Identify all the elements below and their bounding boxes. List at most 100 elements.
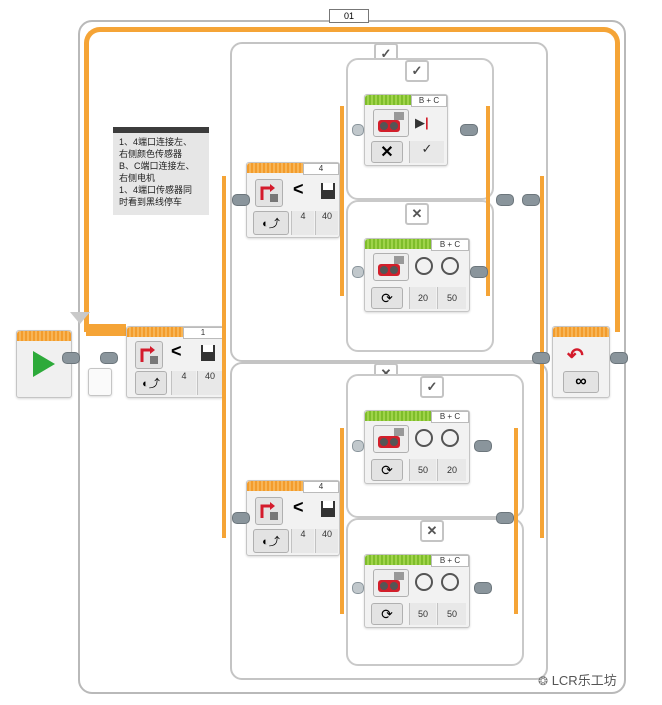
wire-socket[interactable] [352, 440, 364, 452]
compare-mode-icon[interactable]: ◐⤴ [253, 529, 289, 553]
port-label[interactable]: 4 [303, 163, 339, 175]
wire-plug[interactable] [496, 194, 514, 206]
motor-stop-block[interactable]: B + C ▶| ✕ ✓ [364, 94, 448, 166]
param-left-speed[interactable]: 50 [409, 603, 436, 625]
compare-operator[interactable]: < [293, 497, 304, 517]
wire-socket[interactable] [352, 124, 364, 136]
motor-head [365, 95, 447, 105]
param-brake[interactable]: ✓ [409, 141, 444, 163]
sensor-head [247, 163, 339, 173]
param-left-speed[interactable]: 20 [409, 287, 436, 309]
note-line: 1、4端口传感器同 [119, 185, 193, 195]
motor-ports[interactable]: B + C [411, 95, 447, 107]
loop-back-icon: ↶ [567, 345, 584, 367]
motor-head [365, 555, 469, 565]
note-line: 右侧电机 [119, 173, 156, 183]
motor-head [365, 411, 469, 421]
loop-wire-arrow [70, 312, 90, 324]
wire-plug[interactable] [460, 124, 478, 136]
motor-icon [373, 569, 409, 597]
top-bracket-left [340, 106, 344, 296]
top-true-tab[interactable]: ✓ [405, 60, 429, 82]
speed-gauge-icon [415, 573, 433, 591]
motor-ports[interactable]: B + C [431, 411, 469, 423]
color-sensor-icon [135, 341, 163, 369]
start-block[interactable] [16, 330, 72, 398]
mode-on-icon[interactable]: ⟳ [371, 603, 403, 625]
motor-icon [373, 109, 409, 137]
param-threshold[interactable]: 40 [197, 371, 222, 395]
compare-mode-icon[interactable]: ◐⤴ [135, 371, 167, 395]
bottom-bracket-left [340, 428, 344, 614]
wire-plug[interactable] [474, 440, 492, 452]
param-compare-type[interactable]: 4 [291, 211, 314, 235]
wire-start [86, 324, 126, 336]
loop-out-plug[interactable] [610, 352, 628, 364]
infinity-icon[interactable]: ∞ [563, 371, 599, 393]
note-line: 1、4端口连接左、 [119, 137, 193, 147]
note-line: 时看到黑线停车 [119, 197, 183, 207]
sensor-plug[interactable] [100, 352, 118, 364]
param-threshold[interactable]: 40 [315, 211, 338, 235]
wire-socket[interactable] [352, 582, 364, 594]
motor-tank-block-top[interactable]: B + C ⟳ 20 50 [364, 238, 470, 312]
bottom-bracket-right [514, 428, 518, 614]
wire-socket[interactable] [352, 266, 364, 278]
speed-gauge-icon [415, 257, 433, 275]
bottom-switch-sensor[interactable]: 4 < ◐⤴ 4 40 [246, 480, 340, 556]
main-switch-sensor[interactable]: 1 < ◐⤴ 4 40 [126, 326, 224, 398]
color-sensor-icon [255, 497, 283, 525]
sensor-plug[interactable] [232, 194, 250, 206]
start-head [17, 331, 71, 341]
motor-ports[interactable]: B + C [431, 239, 469, 251]
compare-operator[interactable]: < [171, 341, 182, 361]
motor-tank-block-bottom-true[interactable]: B + C ⟳ 50 20 [364, 410, 470, 484]
sensor-plug[interactable] [232, 512, 250, 524]
compare-mode-icon[interactable]: ◐⤴ [253, 211, 289, 235]
top-switch-sensor[interactable]: 4 < ◐⤴ 4 40 [246, 162, 340, 238]
threshold-icon [321, 183, 335, 199]
param-threshold[interactable]: 40 [315, 529, 338, 553]
param-right-speed[interactable]: 20 [437, 459, 466, 481]
watermark-text: LCR乐工坊 [551, 673, 617, 688]
note-line: 右侧颜色传感器 [119, 149, 183, 159]
main-switch-bracket-left [222, 176, 226, 538]
stop-mode-icon[interactable]: ✕ [371, 141, 403, 163]
bottom-true-tab[interactable]: ✓ [420, 376, 444, 398]
wire-plug[interactable] [470, 266, 488, 278]
threshold-icon [201, 345, 215, 361]
note-line: B、C端口连接左、 [119, 161, 195, 171]
param-left-speed[interactable]: 50 [409, 459, 436, 481]
wire-plug[interactable] [496, 512, 514, 524]
port-label[interactable]: 1 [183, 327, 223, 339]
port-label[interactable]: 4 [303, 481, 339, 493]
loop-end-block[interactable]: ↶ ∞ [552, 326, 610, 398]
speed-gauge-icon [441, 257, 459, 275]
motor-head [365, 239, 469, 249]
sensor-head [247, 481, 339, 491]
wire-plug[interactable] [474, 582, 492, 594]
param-compare-type[interactable]: 4 [171, 371, 196, 395]
speed-gauge-icon [415, 429, 433, 447]
top-false-tab[interactable]: ✕ [405, 203, 429, 225]
wire-plug[interactable] [532, 352, 550, 364]
motor-ports[interactable]: B + C [431, 555, 469, 567]
play-icon[interactable] [33, 351, 55, 377]
mode-on-icon[interactable]: ⟳ [371, 287, 403, 309]
sensor-head [127, 327, 223, 337]
sequence-plug[interactable] [62, 352, 80, 364]
bottom-false-tab[interactable]: ✕ [420, 520, 444, 542]
param-right-speed[interactable]: 50 [437, 603, 466, 625]
mode-on-icon[interactable]: ⟳ [371, 459, 403, 481]
comment-note[interactable]: 1、4端口连接左、 右侧颜色传感器 B、C端口连接左、 右侧电机 1、4端口传感… [113, 127, 209, 215]
wechat-icon: ❂ [538, 674, 549, 688]
loop-label[interactable]: 01 [329, 9, 369, 23]
param-right-speed[interactable]: 50 [437, 287, 466, 309]
param-compare-type[interactable]: 4 [291, 529, 314, 553]
motor-icon [373, 253, 409, 281]
threshold-icon [321, 501, 335, 517]
motor-icon [373, 425, 409, 453]
motor-tank-block-bottom-false[interactable]: B + C ⟳ 50 50 [364, 554, 470, 628]
compare-operator[interactable]: < [293, 179, 304, 199]
wire-plug[interactable] [522, 194, 540, 206]
